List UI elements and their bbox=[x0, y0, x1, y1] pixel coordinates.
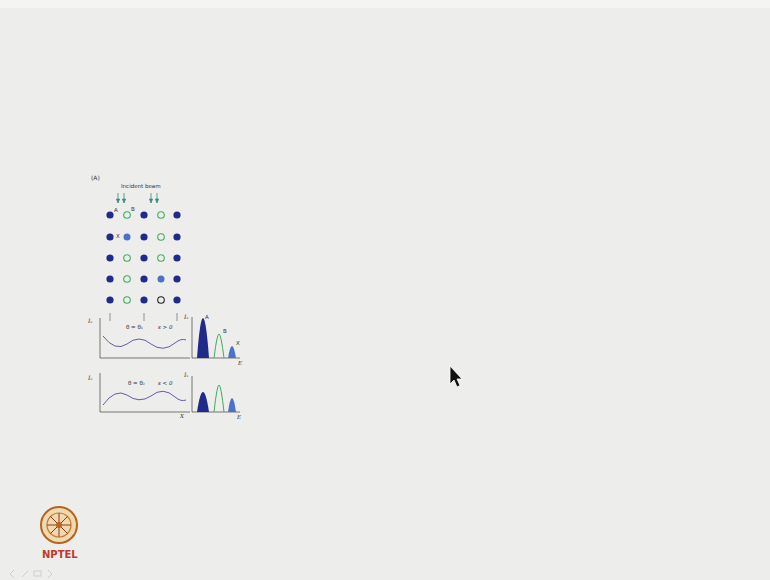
angle-label: θ = θ₂ bbox=[128, 381, 145, 387]
intensity-plot-bottom bbox=[100, 373, 190, 412]
intensity-plot-top bbox=[100, 318, 190, 358]
axis-label: E bbox=[237, 415, 241, 421]
atom-label: A bbox=[114, 208, 118, 214]
deviation-label: s < 0 bbox=[158, 381, 172, 387]
angle-label: θ = θ₁ bbox=[126, 325, 143, 331]
toolbar-icons bbox=[10, 570, 52, 578]
axis-label: Iₓ bbox=[184, 372, 189, 378]
column-ticks bbox=[110, 313, 177, 321]
axis-label: Iₓ bbox=[88, 318, 93, 324]
peak-label: X bbox=[236, 341, 240, 347]
peak-label: A bbox=[205, 315, 209, 321]
beam-label: Incident beam bbox=[121, 184, 161, 190]
axis-label: E bbox=[238, 361, 242, 367]
logo-text: NPTEL bbox=[42, 550, 78, 560]
peak-label: B bbox=[223, 329, 227, 335]
spectrum-top bbox=[192, 317, 240, 358]
atom-lattice bbox=[106, 211, 180, 303]
axis-label: Iₓ bbox=[184, 314, 189, 320]
mouse-cursor bbox=[450, 366, 462, 387]
axis-label: Iₓ bbox=[88, 375, 93, 381]
axis-label: X bbox=[180, 414, 184, 420]
deviation-label: s > 0 bbox=[158, 325, 172, 331]
panel-letter: (A) bbox=[91, 175, 100, 181]
atom-label: B bbox=[131, 207, 135, 213]
top-band bbox=[0, 0, 770, 8]
nptel-logo bbox=[41, 507, 77, 543]
spectrum-bottom bbox=[192, 376, 240, 412]
atom-label: X bbox=[116, 234, 120, 240]
beam-arrows bbox=[117, 193, 159, 203]
